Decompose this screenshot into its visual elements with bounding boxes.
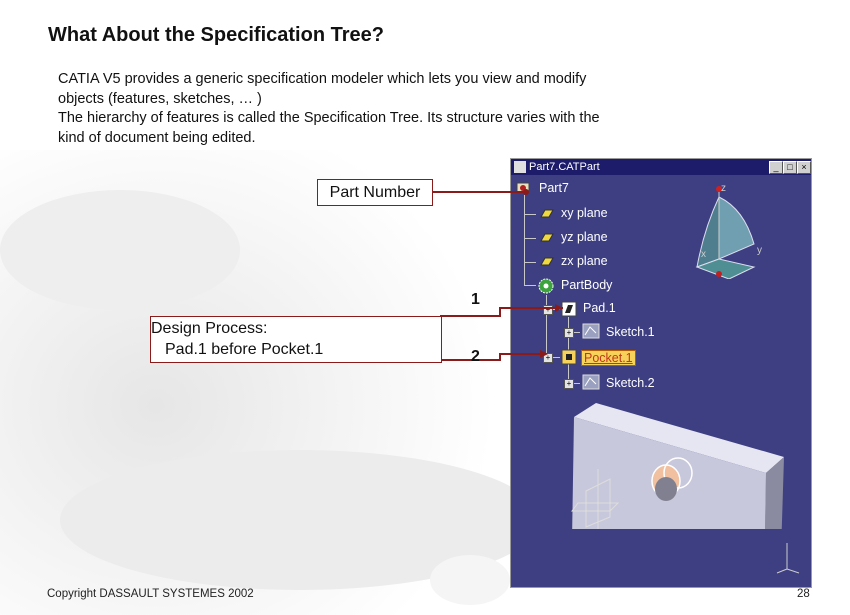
intro-line: The hierarchy of features is called the … bbox=[58, 110, 600, 126]
tree-guide-line bbox=[568, 383, 580, 384]
tree-node-pad1[interactable]: Pad.1 bbox=[583, 301, 616, 315]
step-number-2: 2 bbox=[471, 348, 480, 365]
tree-node-partbody[interactable]: PartBody bbox=[561, 278, 613, 292]
tree-node-pocket1[interactable]: Pocket.1 bbox=[581, 350, 636, 366]
tree-guide-line bbox=[524, 285, 536, 286]
design-process-line: Pad.1 before Pocket.1 bbox=[165, 341, 324, 358]
tree-node-sketch1[interactable]: Sketch.1 bbox=[606, 325, 655, 339]
tree-guide-line bbox=[524, 262, 536, 263]
tree-node-yz-plane[interactable]: yz plane bbox=[561, 230, 608, 244]
minimize-button[interactable]: _ bbox=[769, 161, 783, 174]
tree-guide-line bbox=[546, 295, 547, 357]
intro-paragraph: CATIA V5 provides a generic specificatio… bbox=[58, 70, 738, 148]
intro-line: CATIA V5 provides a generic specificatio… bbox=[58, 71, 587, 87]
tree-guide-line bbox=[524, 238, 536, 239]
expand-plus-icon[interactable]: + bbox=[543, 305, 553, 315]
plane-icon bbox=[540, 257, 554, 266]
tree-node-part7[interactable]: Part7 bbox=[539, 181, 569, 195]
catia-part-window[interactable]: Part7.CATPart _ □ × + + + + Par bbox=[510, 158, 812, 588]
compass-axis-icon bbox=[776, 543, 800, 574]
close-button[interactable]: × bbox=[797, 161, 811, 174]
axis-label-z: z bbox=[721, 183, 726, 194]
slide-title: What About the Specification Tree? bbox=[48, 24, 384, 46]
copyright-footer: Copyright DASSAULT SYSTEMES 2002 bbox=[47, 588, 254, 600]
tree-guide-line bbox=[546, 309, 560, 310]
tree-guide-line bbox=[524, 214, 536, 215]
tree-guide-line bbox=[568, 332, 580, 333]
axis-label-x: x bbox=[701, 249, 706, 260]
part-number-callout: Part Number bbox=[317, 179, 433, 206]
plane-icon bbox=[540, 233, 554, 242]
tree-guide-line bbox=[524, 195, 525, 285]
design-process-callout: Design Process: Pad.1 before Pocket.1 bbox=[150, 316, 442, 363]
axis-system-planes[interactable] bbox=[689, 179, 799, 279]
expand-plus-icon[interactable]: + bbox=[564, 379, 574, 389]
pad-icon bbox=[561, 301, 577, 317]
window-title: Part7.CATPart bbox=[529, 161, 600, 173]
page-number: 28 bbox=[797, 588, 810, 600]
tree-node-sketch2[interactable]: Sketch.2 bbox=[606, 376, 655, 390]
expand-plus-icon[interactable]: + bbox=[564, 328, 574, 338]
sketch-icon bbox=[582, 323, 600, 339]
pocket-icon bbox=[561, 349, 577, 365]
part-model-3d[interactable] bbox=[566, 399, 786, 529]
catpart-icon bbox=[514, 161, 526, 173]
maximize-button[interactable]: □ bbox=[783, 161, 797, 174]
body-gear-icon bbox=[538, 278, 554, 294]
intro-line: objects (features, sketches, … ) bbox=[58, 90, 262, 107]
sketch-icon bbox=[582, 374, 600, 390]
window-titlebar[interactable]: Part7.CATPart _ □ × bbox=[511, 159, 811, 175]
plane-icon bbox=[540, 209, 554, 218]
axis-label-y: y bbox=[757, 245, 762, 256]
tree-guide-line bbox=[546, 357, 560, 358]
design-process-line: Design Process: bbox=[151, 320, 268, 337]
step-number-1: 1 bbox=[471, 291, 480, 308]
tree-node-zx-plane[interactable]: zx plane bbox=[561, 254, 608, 268]
tree-node-xy-plane[interactable]: xy plane bbox=[561, 206, 608, 220]
intro-line: kind of document being edited. bbox=[58, 129, 256, 146]
expand-plus-icon[interactable]: + bbox=[543, 353, 553, 363]
